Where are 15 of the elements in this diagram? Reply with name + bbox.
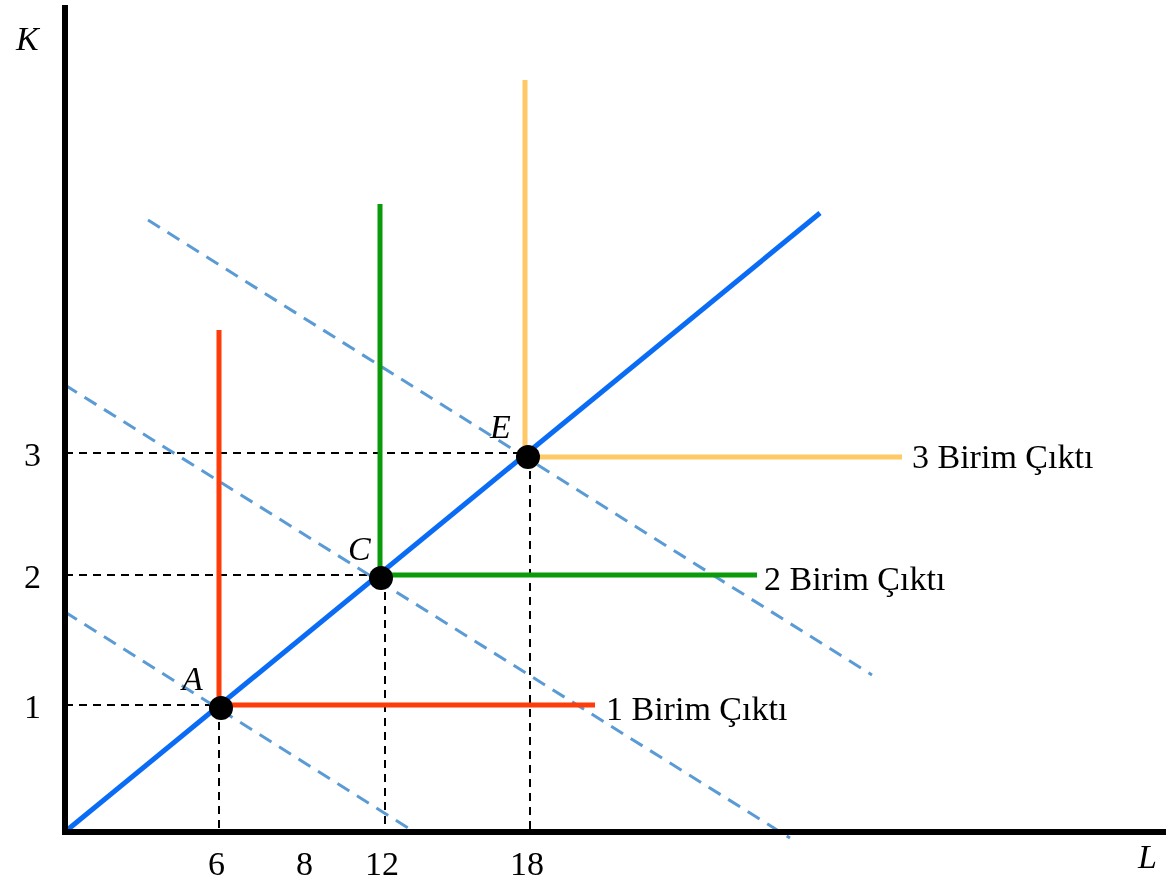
curve-label: 1 Birim Çıktı [606,690,788,728]
curve-label: 2 Birim Çıktı [764,560,946,598]
tick-label: 3 [24,436,41,474]
tick-label: 1 [24,688,41,726]
axis-label: K [16,20,39,58]
point-label: C [348,530,371,568]
axis-label: L [1138,838,1157,876]
curve-label: 3 Birim Çıktı [912,438,1094,476]
tick-label: 18 [510,845,544,883]
tick-label: 12 [365,845,399,883]
tick-label: 2 [24,558,41,596]
point-label: A [182,660,203,698]
point-label: E [490,408,511,446]
tick-label: 8 [296,845,313,883]
tick-label: 6 [208,845,225,883]
